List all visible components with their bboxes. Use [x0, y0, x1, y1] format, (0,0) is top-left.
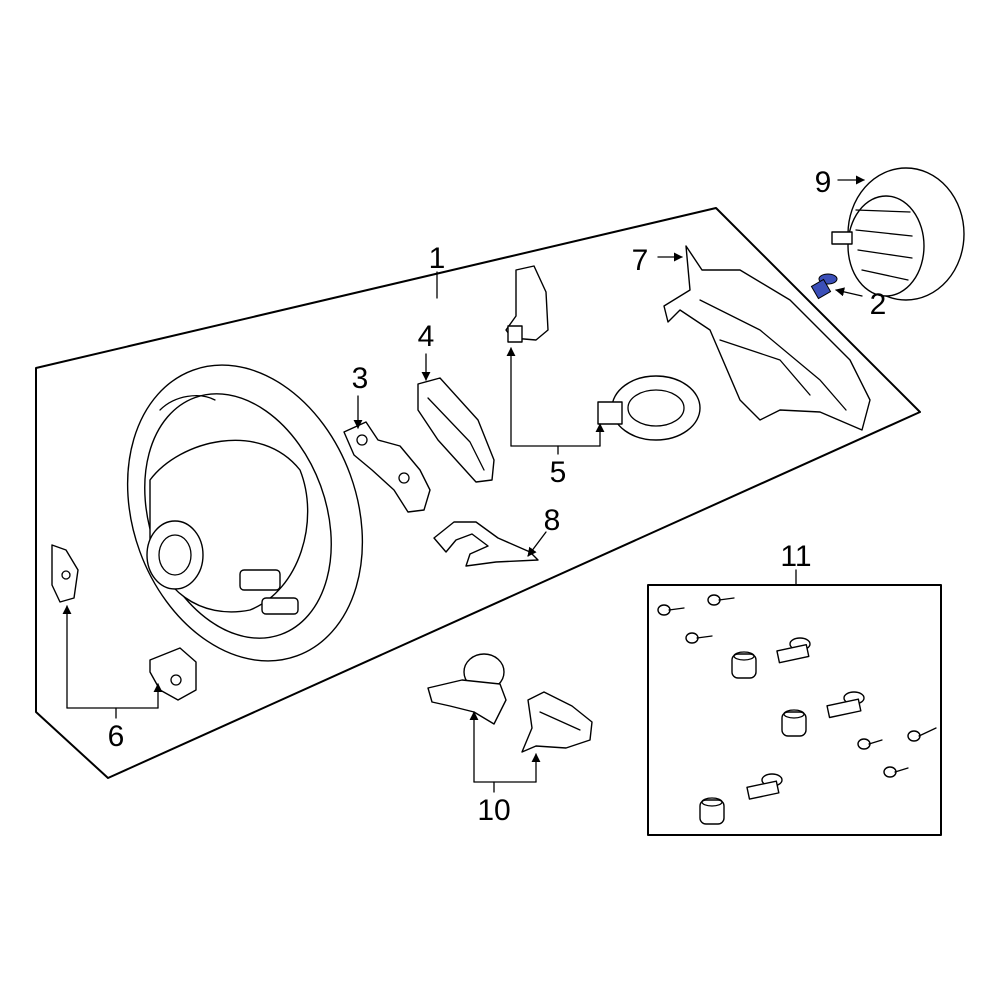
part-2-screw	[810, 273, 838, 300]
callout-4: 4	[418, 320, 435, 353]
callout-10: 10	[477, 794, 510, 827]
callout-3: 3	[352, 362, 369, 395]
callout-11: 11	[780, 540, 811, 573]
callout-2: 2	[870, 288, 887, 321]
callout-8: 8	[544, 504, 561, 537]
part-10-button-right	[521, 691, 593, 753]
part-7-rear-cover	[663, 245, 871, 431]
part-4-cover	[417, 377, 495, 483]
part-5-switch-lower	[597, 375, 701, 441]
assembly-1-outline	[35, 207, 921, 779]
callout-6: 6	[108, 720, 125, 753]
part-10-button-left	[427, 653, 507, 725]
kit-11-box	[647, 584, 942, 836]
kit-11-studs	[746, 637, 865, 800]
callout-5: 5	[550, 456, 567, 489]
steering-wheel	[126, 364, 364, 662]
kit-11-small-screws	[657, 594, 937, 778]
callout-9: 9	[815, 166, 832, 199]
callout-1: 1	[429, 242, 446, 275]
callout-8-arrow	[527, 531, 547, 557]
part-6-switch-left	[51, 544, 79, 603]
part-9-airbag	[831, 167, 965, 301]
part-3-bracket	[343, 421, 431, 513]
kit-11-bushings	[699, 651, 807, 825]
part-8-trim	[433, 521, 539, 567]
part-5-switch-upper	[505, 265, 549, 343]
callout-2-arrow	[835, 287, 863, 297]
part-6-switch-right	[149, 647, 197, 701]
callout-7: 7	[632, 244, 649, 277]
